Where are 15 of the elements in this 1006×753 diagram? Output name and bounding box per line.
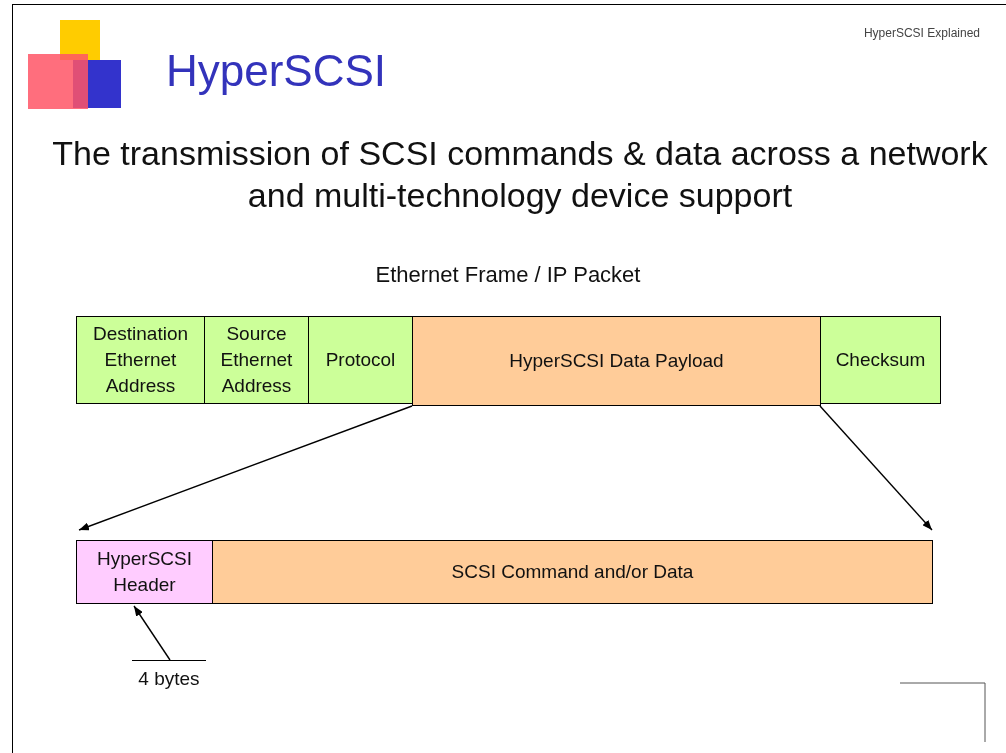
arrow	[78, 405, 413, 531]
header-box: HyperSCSI Header	[76, 540, 213, 604]
slide-title: HyperSCSI	[166, 46, 387, 96]
field-box: Protocol	[308, 316, 413, 404]
size-label: 4 bytes	[132, 660, 206, 692]
arrow	[819, 405, 933, 531]
data-box: SCSI Command and/or Data	[212, 540, 933, 604]
arrow	[133, 605, 171, 661]
payload-box: HyperSCSI Data Payload	[412, 316, 821, 406]
field-box: Destination Ethernet Address	[76, 316, 205, 404]
field-box: Checksum	[820, 316, 941, 404]
subtitle: The transmission of SCSI commands & data across a network and multi-technology device support	[51, 133, 989, 216]
field-box: Source Ethernet Address	[204, 316, 309, 404]
frame-caption: Ethernet Frame / IP Packet	[374, 262, 642, 288]
header-text: HyperSCSI Explained	[863, 26, 980, 40]
